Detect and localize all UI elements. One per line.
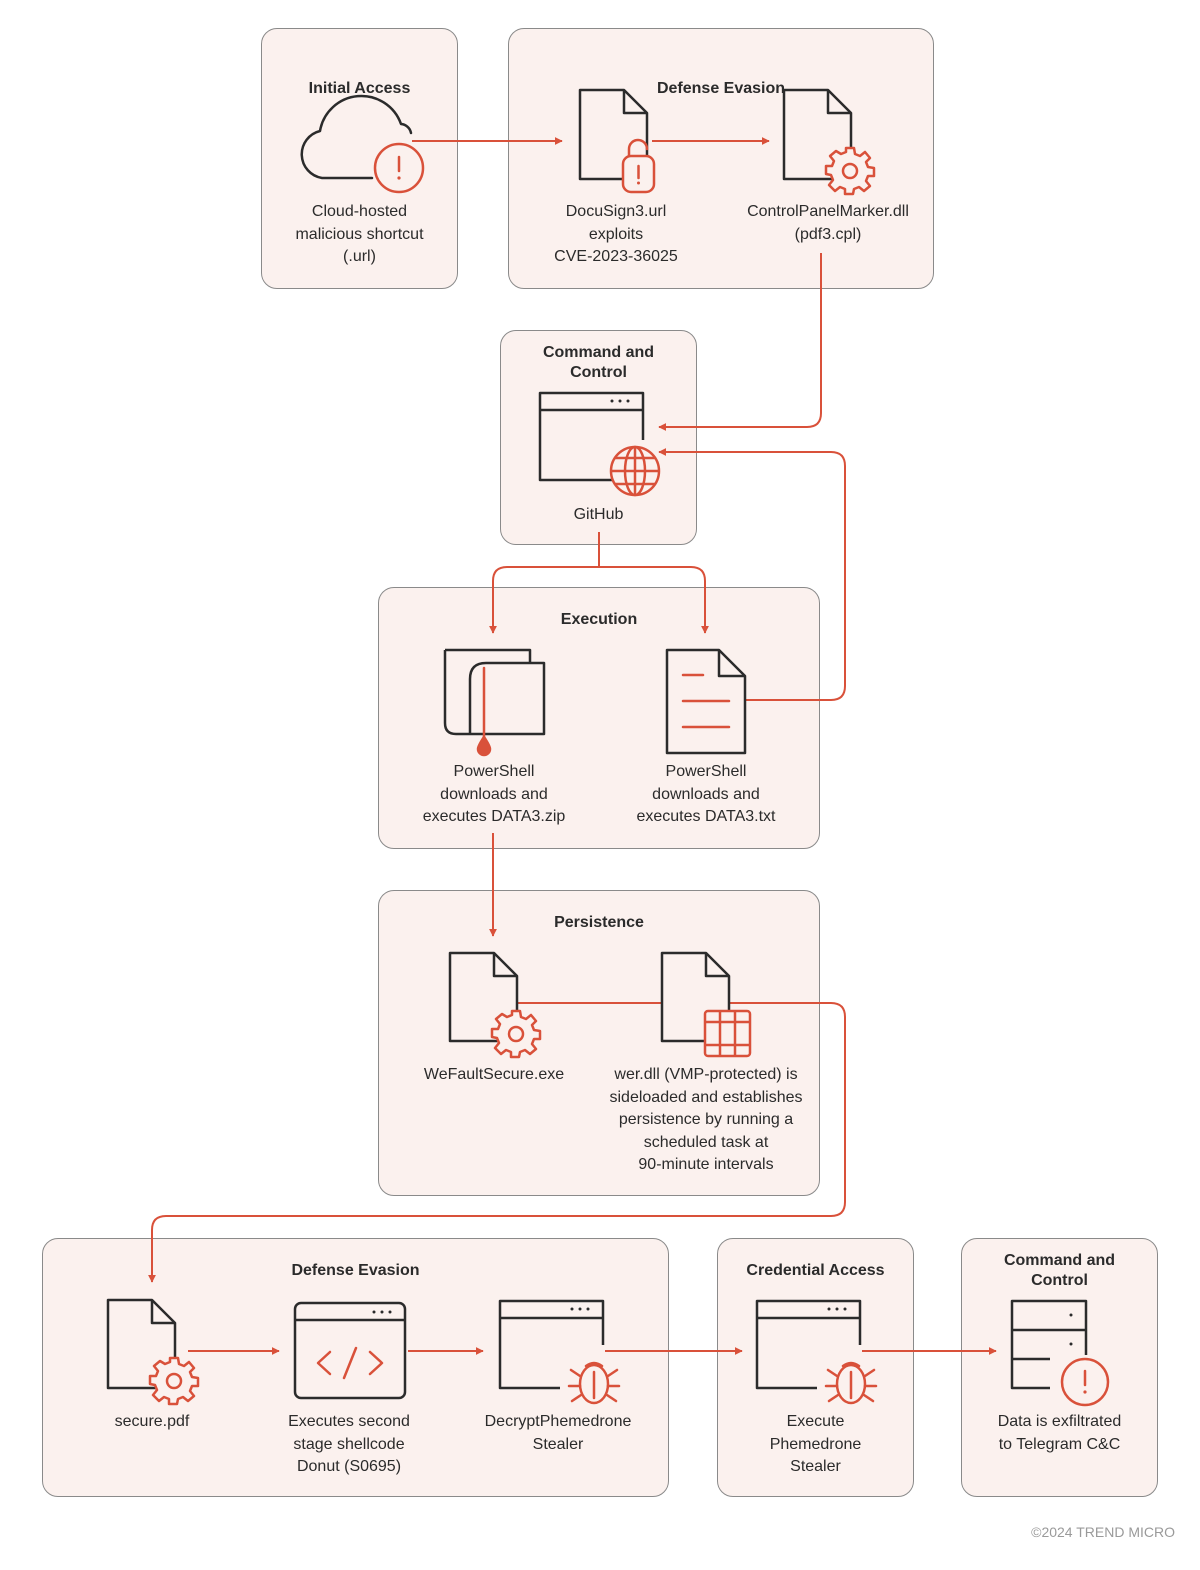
box-title: Initial Access xyxy=(308,80,411,97)
box-initial-access: Initial Access xyxy=(261,28,458,289)
label-exfil: Data is exfiltrated to Telegram C&C xyxy=(997,1413,1122,1453)
label-execute-stealer: Execute Phemedrone Stealer xyxy=(769,1413,862,1475)
label-werdll: wer.dll (VMP-protected) is sideloaded an… xyxy=(609,1066,803,1173)
box-title: Command and Control xyxy=(542,344,655,381)
box-command-control-2: Command and Control xyxy=(961,1238,1158,1497)
label-securepdf: secure.pdf xyxy=(114,1413,190,1430)
label-github: GitHub xyxy=(573,506,624,523)
box-title: Execution xyxy=(560,611,638,628)
label-docusign: DocuSign3.url exploits CVE-2023-36025 xyxy=(554,203,678,265)
label-ps-zip: PowerShell downloads and executes DATA3.… xyxy=(422,763,566,825)
label-cloud-shortcut: Cloud-hosted malicious shortcut (.url) xyxy=(295,203,424,265)
box-title: Command and Control xyxy=(1003,1252,1116,1289)
label-shellcode: Executes second stage shellcode Donut (S… xyxy=(288,1413,410,1475)
box-title: Defense Evasion xyxy=(291,1262,420,1279)
box-title: Persistence xyxy=(554,914,644,931)
box-title: Defense Evasion xyxy=(656,80,786,97)
box-title: Credential Access xyxy=(746,1262,885,1279)
label-decrypt: DecryptPhemedrone Stealer xyxy=(484,1413,632,1453)
label-ps-txt: PowerShell downloads and executes DATA3.… xyxy=(636,763,776,825)
copyright-text: ©2024 TREND MICRO xyxy=(1031,1524,1175,1540)
label-controlpanel: ControlPanelMarker.dll (pdf3.cpl) xyxy=(747,203,909,243)
label-wefault: WeFaultSecure.exe xyxy=(423,1066,565,1083)
